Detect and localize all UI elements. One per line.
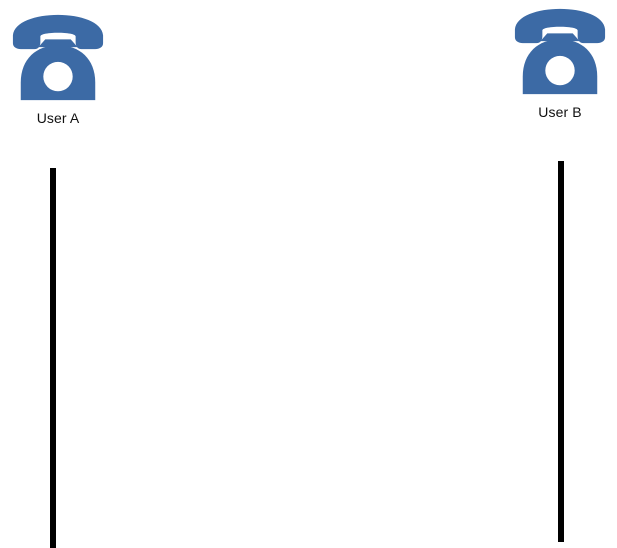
participant-user-a: User A — [3, 6, 113, 126]
lifeline-user-b — [558, 161, 564, 542]
participant-label: User B — [538, 104, 582, 120]
telephone-icon — [12, 14, 104, 101]
telephone-icon — [514, 8, 606, 95]
lifeline-user-a — [50, 168, 56, 548]
participant-label: User A — [36, 110, 80, 126]
participant-user-b: User B — [505, 0, 615, 120]
